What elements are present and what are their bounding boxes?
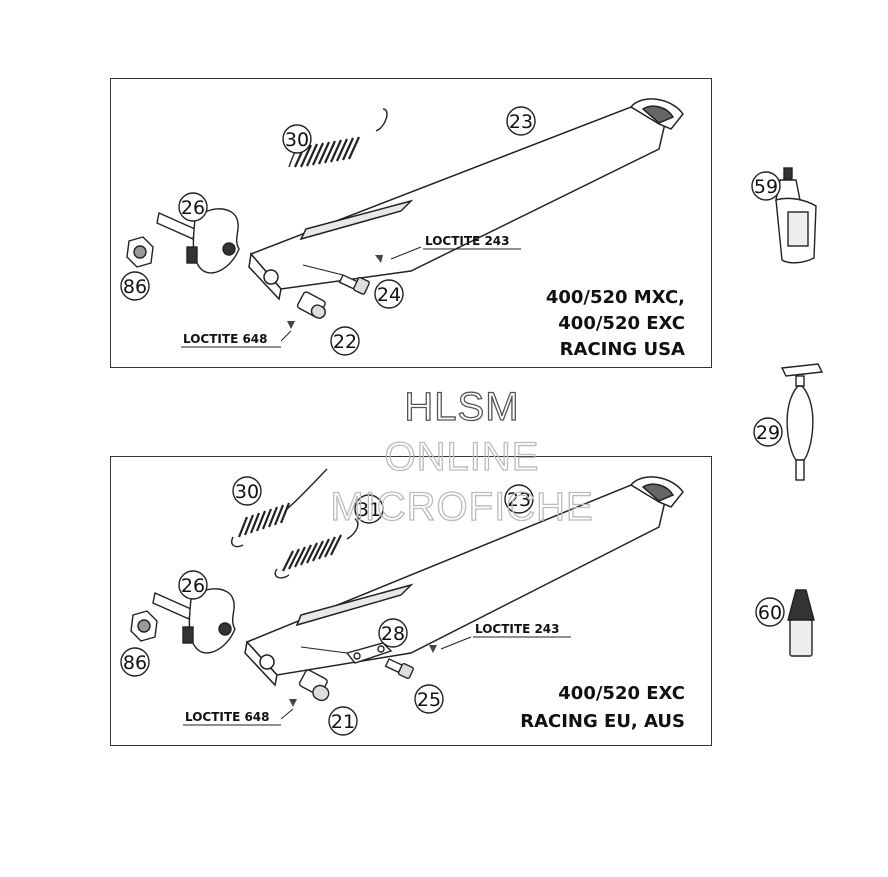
loctite-bottle [775,167,817,264]
leader-lines [280,246,422,342]
callout-25-circle [414,684,444,714]
model-line-2: 400/520 EXC [558,313,685,334]
bolt-22 [296,291,326,319]
spring-31 [274,518,359,579]
bottom-panel-drawing: 30 31 23 26 28 86 25 21 LOCTITE 243 LOCT… [120,468,685,736]
callout-30: 30 [285,129,309,151]
side-stand-leg [244,476,684,687]
callout-29: 29 [756,422,780,444]
callout-26-circle [178,570,208,600]
watermark-line-2: ONLINE [385,435,540,479]
nut [130,610,158,642]
callout-21-circle [328,706,358,736]
callout-31: 31 [357,499,381,521]
loctite-243-label: LOCTITE 243 [425,234,510,248]
model-line-3: RACING USA [560,339,685,360]
watermark: HLSM ONLINE MICROFICHE [330,384,594,529]
watermark-line-1: HLSM [404,385,519,429]
pivot-bracket [156,208,240,274]
callout-86: 86 [123,652,147,674]
callout-60: 60 [758,602,782,624]
bolt-25 [384,658,414,679]
callout-26: 26 [181,197,205,219]
callout-86-circle [120,271,150,301]
bolt-21 [298,669,330,702]
callout-26-circle [178,192,208,222]
callout-30: 30 [235,481,259,503]
callout-30-circle [232,476,262,506]
callout-60-circle [755,597,785,627]
callout-59: 59 [754,176,778,198]
callout-24-circle [374,279,404,309]
nut [126,236,154,268]
leader-lines [280,636,472,720]
callout-86: 86 [123,276,147,298]
loctite-drop-upper [375,255,383,263]
pivot-bracket [152,588,236,654]
loctite-drop-upper [429,645,437,653]
callout-23: 23 [509,111,533,133]
callout-21: 21 [331,711,355,733]
callout-28-circle [378,618,408,648]
callout-31-circle [354,494,384,524]
callout-24: 24 [377,284,401,306]
model-line-2: RACING EU, AUS [520,711,685,732]
callout-59-circle [751,171,781,201]
callout-23-circle [504,484,534,514]
special-tool [780,363,824,481]
accessories-column: 59 29 60 [751,167,824,657]
callout-28: 28 [381,623,405,645]
spring-30 [231,468,328,548]
callout-23-circle [506,106,536,136]
callout-22: 22 [333,331,357,353]
callout-23: 23 [507,489,531,511]
callout-30-circle [282,124,312,154]
callout-22-circle [330,326,360,356]
loctite-648-label: LOCTITE 648 [185,710,270,724]
bottom-panel: 30 31 23 26 28 86 25 21 LOCTITE 243 LOCT… [110,456,712,746]
model-line-1: 400/520 EXC [558,683,685,704]
side-stand-leg [248,98,684,301]
loctite-drop-lower [287,321,295,329]
watermark-line-3: MICROFICHE [330,485,593,529]
callout-29-circle [753,417,783,447]
loctite-648-label: LOCTITE 648 [183,332,268,346]
callout-26: 26 [181,575,205,597]
top-panel: 23 30 26 86 24 22 LOCTITE 243 LOCTITE 64… [110,78,712,368]
spring-30 [288,108,388,168]
loctite-drop-lower [289,699,297,707]
plate-28 [345,642,393,664]
small-tube [787,589,815,657]
bolt-24 [338,274,370,295]
top-panel-drawing: 23 30 26 86 24 22 LOCTITE 243 LOCTITE 64… [120,98,685,360]
callout-25: 25 [417,689,441,711]
callout-86-circle [120,647,150,677]
model-line-1: 400/520 MXC, [546,287,685,308]
loctite-243-label: LOCTITE 243 [475,622,560,636]
